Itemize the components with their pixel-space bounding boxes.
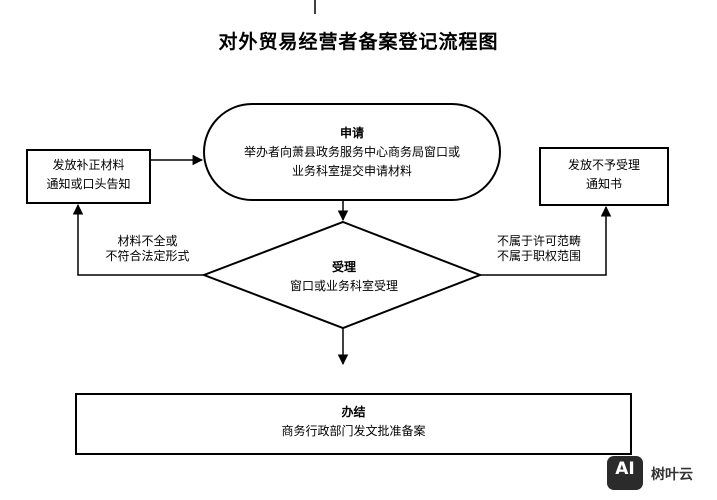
arrow-accept-to-reject	[480, 205, 612, 276]
ai-badge-icon	[607, 456, 643, 490]
apply-shape	[203, 103, 501, 201]
apply-line1: 举办者向萧县政务服务中心商务局窗口或	[243, 145, 460, 159]
reject-shape	[539, 147, 669, 206]
watermark-logo: AI 树叶云	[607, 456, 707, 490]
complete-heading: 办结	[341, 405, 366, 419]
complete-node: 办结 商务行政部门发文批准备案	[76, 403, 631, 441]
reject-node: 发放不予受理 通知书	[540, 156, 668, 194]
complete-line1: 商务行政部门发文批准备案	[281, 424, 426, 438]
supplement-line1: 发放补正材料	[52, 158, 125, 172]
arrow-accept-to-supplement	[72, 203, 204, 276]
edge-incomplete-line2: 不符合法定形式	[105, 249, 190, 263]
edge-incomplete-line1: 材料不全或	[117, 234, 178, 248]
edge-not-applicable-line2: 不属于职权范围	[496, 249, 581, 263]
watermark-text: 树叶云	[651, 467, 693, 483]
supplement-line2: 通知或口头告知	[46, 177, 131, 191]
page-title: 对外贸易经营者备案登记流程图	[218, 31, 499, 53]
supplement-node: 发放补正材料 通知或口头告知	[27, 156, 150, 194]
edge-label-incomplete: 材料不全或 不符合法定形式	[95, 234, 200, 264]
watermark-badge-text: AI	[615, 459, 635, 479]
reject-line2: 通知书	[585, 177, 622, 191]
complete-shape	[75, 393, 632, 455]
edge-not-applicable-line1: 不属于许可范畴	[496, 234, 581, 248]
accept-node: 受理 窗口或业务科室受理	[254, 258, 434, 296]
reject-line1: 发放不予受理	[567, 158, 640, 172]
apply-node: 申请 举办者向萧县政务服务中心商务局窗口或 业务科室提交申请材料	[214, 124, 490, 181]
apply-line2: 业务科室提交申请材料	[291, 164, 412, 178]
accept-heading: 受理	[331, 260, 356, 274]
accept-line1: 窗口或业务科室受理	[289, 279, 398, 293]
apply-heading: 申请	[339, 126, 364, 140]
supplement-shape	[26, 149, 151, 204]
edge-label-not-applicable: 不属于许可范畴 不属于职权范围	[484, 234, 594, 264]
